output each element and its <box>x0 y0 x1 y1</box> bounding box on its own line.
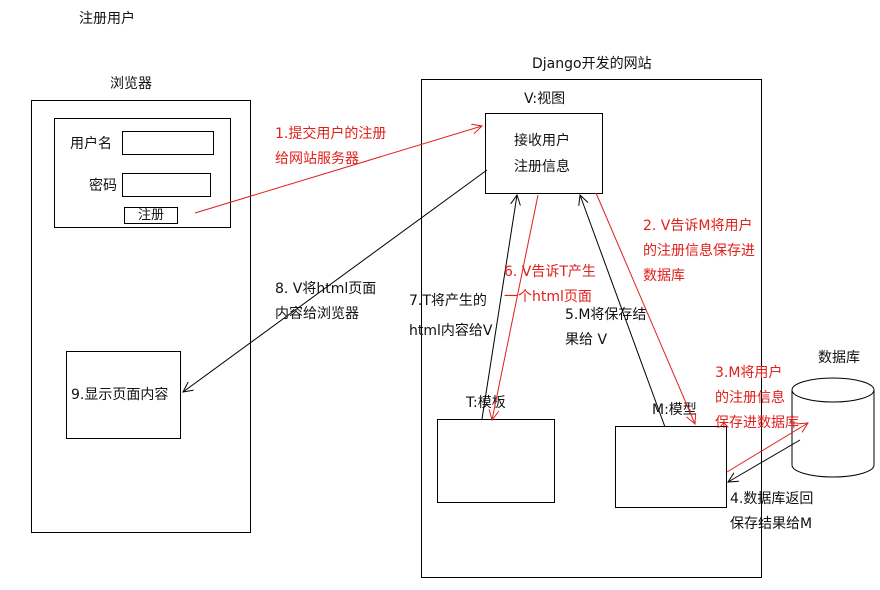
arrow-step-8 <box>183 169 488 392</box>
username-input[interactable] <box>122 131 214 155</box>
step-2-label: 2. V告诉M将用户 的注册信息保存进 数据库 <box>643 218 755 284</box>
display-content-box <box>66 351 181 439</box>
arrow-step-7 <box>481 195 517 420</box>
view-content: 接收用户 注册信息 <box>514 133 570 175</box>
arrow-step-5 <box>580 195 666 428</box>
step-5-label: 5.M将保存结 果给 V <box>565 307 647 348</box>
username-label: 用户名 <box>70 136 112 152</box>
step-4-label: 4.数据库返回 保存结果给M <box>730 491 814 532</box>
step-3-label: 3.M将用户 的注册信息 保存进数据库 <box>715 365 799 431</box>
database-title: 数据库 <box>818 350 860 366</box>
display-content-label: 9.显示页面内容 <box>71 387 169 403</box>
view-title: V:视图 <box>524 91 566 107</box>
view-box <box>485 113 603 194</box>
password-label: 密码 <box>89 178 117 194</box>
browser-title: 浏览器 <box>110 76 152 92</box>
django-site-box <box>421 79 762 578</box>
page-title: 注册用户 <box>79 11 135 27</box>
step-6-label: 6. V告诉T产生 一个html页面 <box>504 264 596 305</box>
register-button[interactable]: 注册 <box>124 207 178 224</box>
django-title: Django开发的网站 <box>532 56 652 72</box>
register-form <box>54 118 231 228</box>
password-input[interactable] <box>122 173 211 197</box>
step-7-label: 7.T将产生的 html内容给V <box>409 293 493 339</box>
arrow-step-6 <box>492 194 539 420</box>
model-title: M:模型 <box>652 402 697 418</box>
database-cylinder <box>791 377 875 478</box>
browser-box <box>31 100 251 533</box>
step-1-label: 1.提交用户的注册 给网站服务器 <box>275 126 387 167</box>
model-box <box>615 426 727 508</box>
arrow-step-1 <box>194 126 482 214</box>
step-8-label: 8. V将html页面 内容给浏览器 <box>275 281 377 322</box>
arrow-step-4 <box>728 439 801 482</box>
arrow-step-3 <box>726 423 808 473</box>
arrow-step-2 <box>595 192 695 424</box>
